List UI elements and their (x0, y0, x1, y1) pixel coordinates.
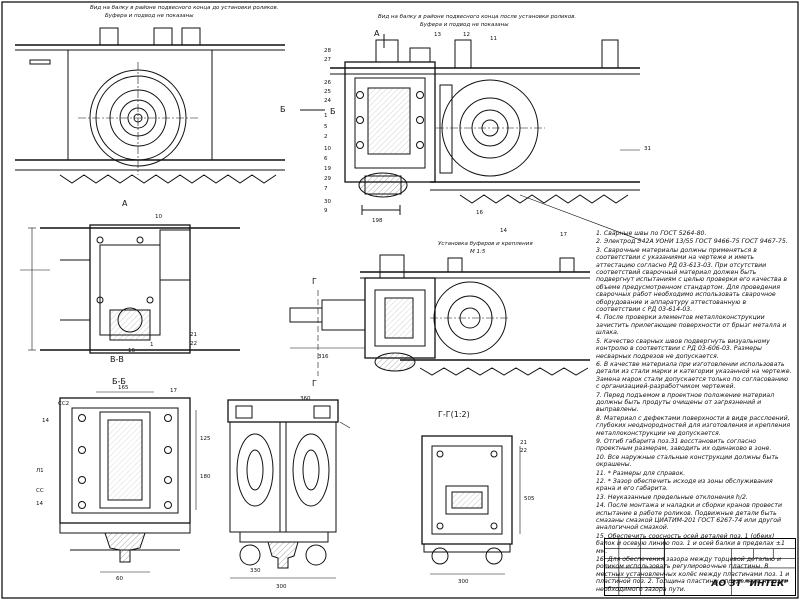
bottom-left-view: 165 125 180 60 Б-Б (59, 377, 211, 582)
title-block-grid (605, 539, 795, 595)
callout-17: 17 (560, 232, 567, 238)
dim-330: 330 (250, 568, 261, 574)
caption-top-right-2: Буфера и подвод не показаны (420, 22, 509, 28)
callout-25: 25 (324, 89, 331, 95)
callout-ml-1: 1 (150, 342, 154, 348)
callout-ml-16: 16 (128, 348, 135, 354)
callout-16: 16 (476, 210, 483, 216)
callout-bl-cc: СС (36, 488, 44, 494)
caption-top-left-1: Вид на балку в районе подвесного конца д… (90, 5, 279, 11)
label-gg: Г-Г(1:2) (438, 410, 470, 419)
callouts-mid-left: 10 21 22 1 16 (128, 214, 197, 354)
callout-7: 7 (324, 186, 328, 192)
mid-right-view: Установка буферов и крепления М 1:5 316 … (289, 241, 590, 388)
callout-10: 10 (324, 146, 331, 152)
note-1: 1. Сварные швы по ГОСТ 5264-80. (596, 230, 707, 237)
bottom-middle-view: 300 330 (227, 399, 351, 590)
note-5: 5. Качество сварных швов подвергнуть виз… (596, 337, 770, 360)
label-b-mid: Б (330, 107, 336, 116)
dim-60: 60 (116, 576, 123, 582)
callout-28: 28 (324, 48, 331, 54)
callout-26: 26 (324, 80, 331, 86)
callout-bl-l1: Л1 (36, 468, 44, 474)
note-4: 4. После проверки элементов металлоконст… (596, 314, 787, 337)
callout-13: 13 (434, 32, 441, 38)
callout-bl-17: 17 (170, 388, 177, 394)
note-15: 15. Обеспечить соосность осей деталей по… (596, 532, 785, 555)
callouts-top-right: 28 27 26 25 24 1 5 2 10 6 19 29 7 30 9 1… (324, 32, 651, 238)
note-11: 11. * Размеры для справок. (596, 469, 686, 477)
callout-bl-14a: 14 (42, 418, 49, 424)
callout-2: 2 (324, 134, 328, 140)
bottom-right-view: Г-Г(1:2) 300 505 21 22 (421, 410, 535, 585)
note-13: 13. Неуказанные предельные отклонения h/… (596, 493, 748, 501)
callout-br-22: 22 (520, 448, 527, 454)
top-right-view: Вид на балку в районе подвесного конца п… (300, 14, 641, 241)
label-bb: Б-Б (112, 377, 126, 386)
callout-24: 24 (324, 98, 331, 104)
caption-mid-right-1: Установка буферов и крепления (438, 241, 533, 247)
dim-125: 125 (200, 436, 211, 442)
mid-left-view: А В-В (20, 199, 240, 364)
callout-31: 31 (644, 146, 651, 152)
caption-top-right-1: Вид на балку в районе подвесного конца п… (378, 14, 576, 20)
caption-top-left-2: Буфера и подвод не показаны (105, 13, 194, 19)
callout-11: 11 (490, 36, 497, 42)
top-left-view: Вид на балку в районе подвесного конца д… (15, 5, 285, 184)
dim-165: 165 (118, 385, 129, 391)
callout-1: 1 (324, 113, 328, 119)
callout-12: 12 (463, 32, 470, 38)
callout-9: 9 (324, 208, 328, 214)
callouts-bottom-left: СС2 14 17 Л1 СС 14 (36, 388, 177, 507)
label-a-top: А (374, 29, 380, 38)
note-12: 12. * Зазор обеспечить исходя из зоны об… (596, 478, 773, 493)
dim-360: 360 (300, 396, 311, 402)
label-vv: В-В (110, 355, 124, 364)
technical-notes: 1. Сварные швы по ГОСТ 5264-80. 2. Элект… (596, 230, 792, 594)
label-g-bottom: Г (312, 379, 317, 388)
callout-ml-21: 21 (190, 332, 197, 338)
label-b-left: Б (280, 105, 286, 114)
org-name: АО ЗТ "ИНТЕК" (711, 579, 789, 589)
callout-27: 27 (324, 57, 331, 63)
callout-19: 19 (324, 166, 331, 172)
note-3: 3. Сварочные материалы должны применятьс… (596, 246, 788, 314)
dim-300b: 300 (458, 579, 469, 585)
dim-505: 505 (524, 496, 535, 502)
callout-14: 14 (500, 228, 507, 234)
dim-198: 198 (372, 218, 383, 224)
callout-ml-10: 10 (155, 214, 162, 220)
title-block: АО ЗТ "ИНТЕК" (604, 538, 796, 596)
dim-316: 316 (318, 354, 329, 360)
callout-30: 30 (324, 199, 331, 205)
callout-6: 6 (324, 156, 328, 162)
note-6: 6. В качестве материала при изготовлении… (596, 360, 792, 391)
dim-300: 300 (276, 584, 287, 590)
callout-bl-cc2: СС2 (58, 401, 69, 407)
callout-5: 5 (324, 124, 328, 130)
note-14: 14. После монтажа и наладки и сборки кра… (596, 502, 782, 532)
callout-ml-22: 22 (190, 341, 197, 347)
callout-br-21: 21 (520, 440, 527, 446)
note-7: 7. Перед подъемом в проектное положение … (596, 391, 775, 414)
note-10: 10. Все наружные стальные конструкции до… (596, 453, 779, 469)
note-8: 8. Материал с дефектами поверхности в ви… (596, 414, 791, 437)
caption-mid-right-2: М 1:5 (470, 249, 486, 255)
callout-bl-14b: 14 (36, 501, 43, 507)
dim-180: 180 (200, 474, 211, 480)
label-a-mid: А (122, 199, 128, 208)
note-9: 9. Отгиб габарита поз.31 восстановить со… (596, 437, 772, 453)
label-g-left: Г (312, 277, 317, 286)
callout-29: 29 (324, 176, 331, 182)
note-2: 2. Электрод Э42А УОНИ 13/55 ГОСТ 9466-75… (596, 238, 788, 246)
